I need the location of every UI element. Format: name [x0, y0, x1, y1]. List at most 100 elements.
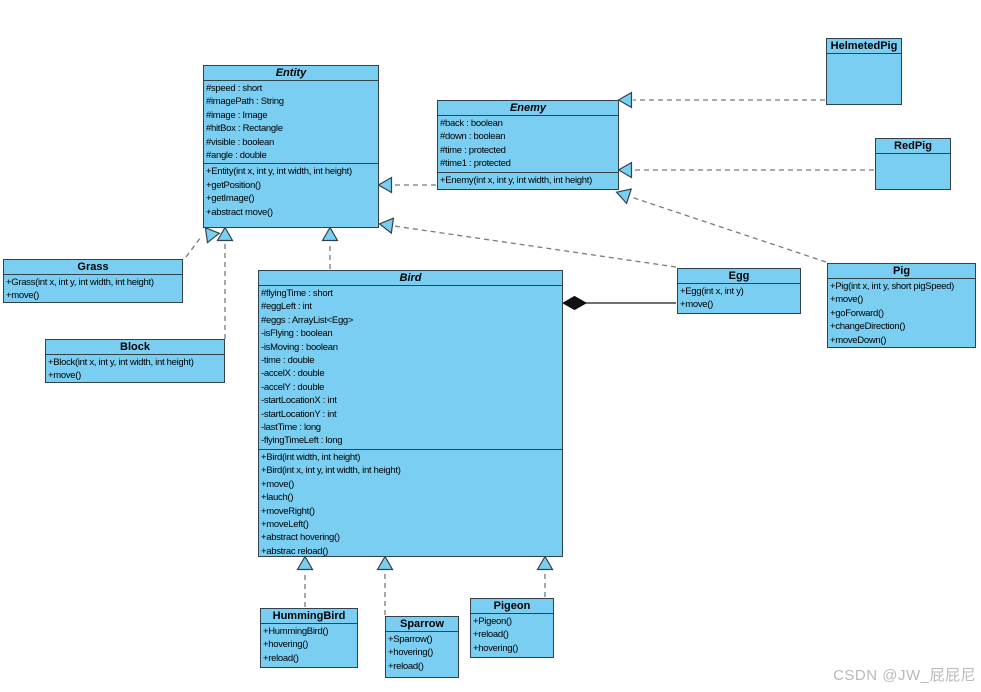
uml-member: -isFlying : boolean — [261, 328, 333, 340]
uml-member: +lauch() — [261, 492, 294, 504]
empty-compartment — [876, 154, 950, 189]
generalization-arrowhead-icon — [376, 555, 394, 571]
uml-member: +hovering() — [263, 639, 309, 651]
class-redpig: RedPig — [875, 138, 951, 190]
methods-compartment: +Grass(int x, int y, int width, int heig… — [4, 275, 182, 302]
generalization-arrowhead-icon — [377, 176, 393, 194]
class-title: Grass — [4, 260, 182, 275]
class-title: Sparrow — [386, 617, 458, 632]
class-title: HummingBird — [261, 609, 357, 624]
uml-member: +Entity(int x, int y, int width, int hei… — [206, 166, 352, 178]
uml-member: -startLocationY : int — [261, 408, 337, 420]
empty-compartment — [827, 54, 901, 104]
edge-sparrow-bird — [376, 555, 394, 615]
uml-member: #down : boolean — [440, 131, 506, 143]
uml-member: +Grass(int x, int y, int width, int heig… — [6, 277, 154, 288]
edge-block-entity — [216, 226, 234, 339]
uml-member: #speed : short — [206, 83, 263, 94]
uml-member: +moveDown() — [830, 334, 887, 346]
uml-member: +moveRight() — [261, 505, 315, 517]
generalization-arrowhead-icon — [296, 555, 314, 571]
uml-member: +move() — [830, 294, 864, 306]
uml-member: +Sparrow() — [388, 634, 433, 645]
class-hummingbird: HummingBird +HummingBird() +hovering()+re… — [260, 608, 358, 668]
uml-member: +Pigeon() — [473, 616, 512, 627]
uml-member: +reload() — [388, 660, 424, 672]
uml-member: #time : protected — [440, 144, 506, 156]
class-block: Block +Block(int x, int y, int width, in… — [45, 339, 225, 383]
uml-member: +getPosition() — [206, 179, 261, 191]
uml-member: +abstrac reload() — [261, 545, 328, 557]
uml-member: #flyingTime : short — [261, 288, 333, 299]
uml-member: +Bird(int x, int y, int width, int heigh… — [261, 465, 401, 477]
class-title: Pigeon — [471, 599, 553, 614]
class-enemy: Enemy #back : boolean#down : boolean#tim… — [437, 100, 619, 190]
methods-compartment: +Bird(int width, int height) +Bird(int x,… — [259, 450, 562, 557]
generalization-arrowhead-icon — [216, 226, 234, 242]
edge-egg-entity — [378, 217, 677, 268]
uml-member: +Bird(int width, int height) — [261, 451, 361, 463]
methods-compartment: +HummingBird() +hovering()+reload() — [261, 624, 357, 667]
class-title: HelmetedPig — [827, 39, 901, 54]
uml-member: +changeDirection() — [830, 321, 906, 333]
uml-member: -flyingTimeLeft : long — [261, 435, 343, 447]
class-pigeon: Pigeon +Pigeon()+reload()+hovering() — [470, 598, 554, 658]
generalization-arrowhead-icon — [617, 161, 633, 179]
composition-diamond-icon — [561, 295, 588, 311]
uml-member: +move() — [261, 478, 295, 490]
class-helmetedpig: HelmetedPig — [826, 38, 902, 105]
uml-member: +Enemy(int x, int y, int width, int heig… — [440, 174, 592, 186]
uml-member: -startLocationX : int — [261, 395, 337, 407]
uml-member: +hovering() — [388, 647, 434, 659]
class-sparrow: Sparrow +Sparrow() +hovering()+reload() — [385, 616, 459, 678]
attributes-compartment: #back : boolean #down : boolean#time : pr… — [438, 116, 618, 173]
uml-member: +reload() — [473, 629, 509, 641]
uml-member: #time1 : protected — [440, 158, 511, 170]
class-entity: Entity #speed : short #imagePath : String… — [203, 65, 379, 228]
class-title: Bird — [259, 271, 562, 286]
uml-member: #eggs : ArrayList<Egg> — [261, 314, 354, 326]
uml-member: +Block(int x, int y, int width, int heig… — [48, 357, 194, 368]
uml-member: +move() — [48, 370, 82, 382]
uml-member: #image : Image — [206, 109, 268, 121]
uml-member: -accelY : double — [261, 381, 325, 393]
class-title: Enemy — [438, 101, 618, 116]
class-pig: Pig +Pig(int x, int y, short pigSpeed)+m… — [827, 263, 976, 348]
uml-member: #angle : double — [206, 150, 267, 162]
uml-member: -accelX : double — [261, 368, 325, 380]
uml-member: #imagePath : String — [206, 96, 284, 108]
class-title: Egg — [678, 269, 800, 284]
uml-member: #back : boolean — [440, 118, 503, 129]
edge-redpig-enemy — [617, 161, 874, 179]
uml-member: +reload() — [263, 652, 299, 664]
methods-compartment: +Sparrow() +hovering()+reload() — [386, 632, 458, 677]
methods-compartment: +Enemy(int x, int y, int width, int heig… — [438, 173, 618, 189]
generalization-arrowhead-icon — [378, 217, 395, 235]
methods-compartment: +Egg(int x, int y) +move() — [678, 284, 800, 313]
class-title: RedPig — [876, 139, 950, 154]
uml-member: +move() — [6, 290, 40, 302]
edge-grass-entity — [185, 226, 221, 258]
edge-bird-egg-composition — [561, 295, 676, 311]
edge-enemy-entity — [377, 176, 436, 194]
edge-hummingbird-bird — [296, 555, 314, 607]
generalization-arrowhead-icon — [617, 91, 633, 109]
class-grass: Grass +Grass(int x, int y, int width, in… — [3, 259, 183, 303]
edge-pigeon-bird — [536, 555, 554, 597]
methods-compartment: +Pig(int x, int y, short pigSpeed)+move(… — [828, 279, 975, 347]
methods-compartment: +Entity(int x, int y, int width, int hei… — [204, 164, 378, 227]
edge-bird-entity — [321, 226, 339, 269]
uml-member: +abstract move() — [206, 206, 273, 218]
generalization-arrowhead-icon — [536, 555, 554, 571]
csdn-watermark: CSDN @JW_屁屁尼 — [833, 667, 976, 684]
uml-member: +moveLeft() — [261, 518, 309, 530]
uml-member: +move() — [680, 299, 714, 311]
class-bird: Bird #flyingTime : short#eggLeft : int#e… — [258, 270, 563, 557]
uml-member: +goForward() — [830, 307, 884, 319]
edge-pig-enemy — [615, 188, 827, 263]
uml-member: +HummingBird() — [263, 626, 329, 637]
edge-helmetedpig-enemy — [617, 91, 825, 109]
uml-member: -isMoving : boolean — [261, 341, 338, 353]
class-title: Entity — [204, 66, 378, 81]
uml-member: +Egg(int x, int y) — [680, 286, 744, 297]
